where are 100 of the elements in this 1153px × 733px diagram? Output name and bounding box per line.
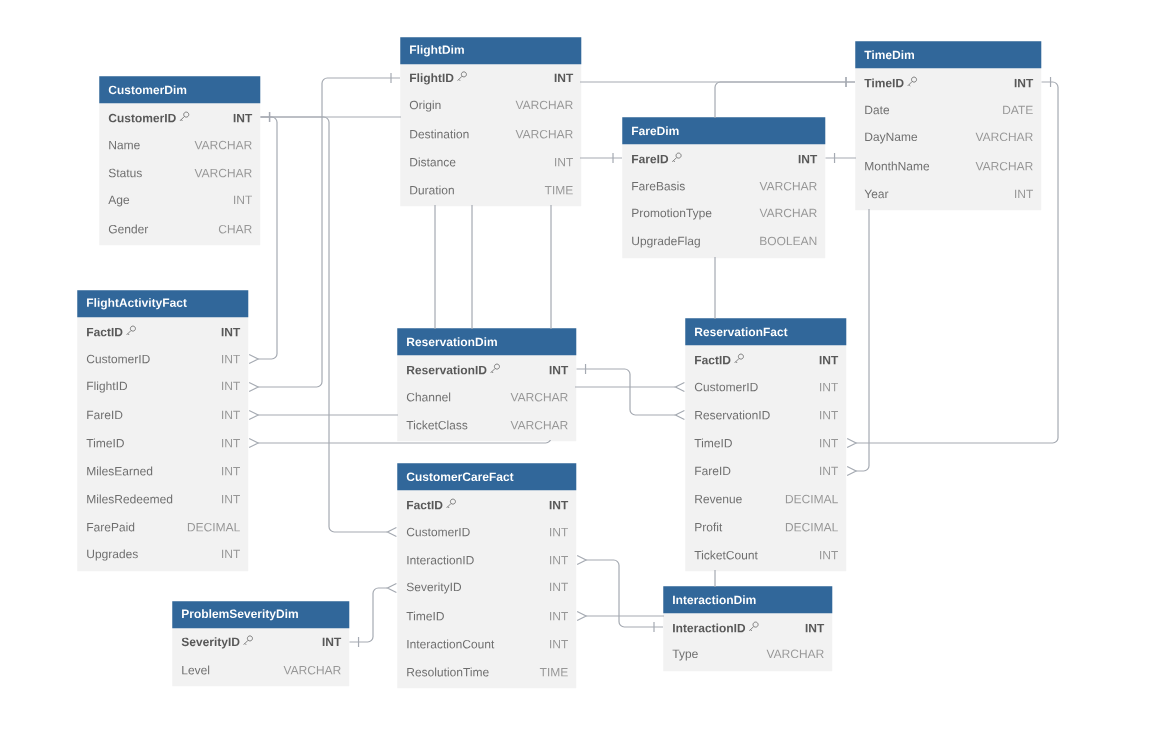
data-type: VARCHAR bbox=[975, 132, 1033, 142]
column-name: FlightID bbox=[410, 73, 454, 85]
column-name: TimeID bbox=[86, 438, 124, 448]
column-name: DayName bbox=[865, 132, 918, 144]
data-type: VARCHAR bbox=[510, 392, 568, 402]
column-name: FareBasis bbox=[632, 181, 685, 191]
column-name: TicketClass bbox=[406, 420, 468, 430]
column-name: CustomerID bbox=[406, 527, 470, 537]
data-type: VARCHAR bbox=[975, 161, 1033, 171]
data-type: INT bbox=[222, 467, 240, 476]
column-name: TimeID bbox=[406, 611, 444, 621]
data-type: INT bbox=[550, 612, 568, 621]
data-type: INT bbox=[549, 500, 569, 510]
data-type: VARCHAR bbox=[194, 140, 252, 150]
column-name: TicketCount bbox=[694, 550, 758, 560]
column-name: InteractionID bbox=[407, 555, 474, 565]
column-name: InteractionID bbox=[673, 623, 746, 633]
table-header: FlightActivityFact bbox=[77, 290, 249, 318]
data-type: INT bbox=[550, 582, 568, 592]
column-name: Level bbox=[182, 665, 210, 675]
table-header: FlightDim bbox=[400, 37, 582, 65]
relationship-line bbox=[248, 152, 623, 421]
column-name: CustomerID bbox=[108, 113, 176, 123]
data-type: VARCHAR bbox=[515, 100, 573, 110]
table-header: InteractionDim bbox=[663, 586, 833, 614]
relationship-line bbox=[575, 363, 685, 421]
relationship-line bbox=[576, 76, 856, 622]
data-type: DECIMAL bbox=[785, 494, 838, 504]
column-name: Date bbox=[865, 105, 890, 115]
data-type: VARCHAR bbox=[759, 208, 817, 218]
column-name: MilesEarned bbox=[87, 466, 153, 476]
column-name: Channel bbox=[406, 392, 451, 402]
column-name: CustomerID bbox=[694, 382, 758, 392]
column-name: UpgradeFlag bbox=[632, 236, 700, 248]
column-name: MilesRedeemed bbox=[87, 494, 173, 504]
column-name: Revenue bbox=[695, 494, 742, 504]
column-name: Origin bbox=[409, 100, 441, 112]
data-type: INT bbox=[1014, 78, 1034, 88]
column-name: SeverityID bbox=[406, 582, 462, 594]
column-name: FareID bbox=[695, 466, 731, 476]
data-type: INT bbox=[222, 495, 240, 504]
data-type: INT bbox=[550, 556, 568, 565]
column-name: Name bbox=[109, 140, 140, 150]
data-type: DATE bbox=[1003, 105, 1033, 115]
column-name: FlightID bbox=[87, 381, 128, 393]
column-name: ReservationID bbox=[407, 365, 487, 375]
table-header: ReservationDim bbox=[397, 328, 577, 356]
data-type: INT bbox=[820, 382, 838, 392]
data-type: CHAR bbox=[218, 224, 252, 234]
column-name: Duration bbox=[410, 185, 454, 195]
data-type: TIME bbox=[544, 186, 573, 195]
data-type: INT bbox=[550, 640, 568, 649]
data-type: INT bbox=[1015, 189, 1033, 199]
column-name: Year bbox=[864, 189, 889, 199]
data-type: INT bbox=[222, 439, 240, 448]
column-name: Status bbox=[108, 168, 142, 178]
data-type: TIME bbox=[539, 668, 568, 677]
data-type: VARCHAR bbox=[283, 665, 341, 675]
data-type: DECIMAL bbox=[785, 522, 838, 532]
data-type: INT bbox=[222, 410, 240, 420]
relationship-line bbox=[259, 111, 685, 393]
data-type: VARCHAR bbox=[510, 420, 568, 430]
data-type: DECIMAL bbox=[187, 522, 240, 532]
data-type: VARCHAR bbox=[759, 181, 817, 191]
table-header: FareDim bbox=[622, 117, 826, 145]
table-header: TimeDim bbox=[855, 41, 1042, 69]
column-name: FactID bbox=[87, 327, 123, 337]
column-name: FareID bbox=[87, 410, 123, 420]
data-type: INT bbox=[221, 327, 241, 337]
column-name: InteractionCount bbox=[407, 639, 495, 649]
table-header: CustomerCareFact bbox=[397, 463, 577, 491]
relationship-line bbox=[846, 76, 1059, 449]
relationship-line bbox=[824, 152, 870, 477]
column-name: Age bbox=[108, 195, 130, 207]
data-type: INT bbox=[798, 154, 818, 164]
column-name: SeverityID bbox=[181, 637, 240, 649]
data-type: INT bbox=[222, 381, 240, 391]
column-name: TimeID bbox=[864, 78, 904, 88]
column-name: ReservationID bbox=[695, 410, 770, 420]
column-name: Upgrades bbox=[87, 549, 138, 561]
column-name: Profit bbox=[695, 522, 723, 532]
column-name: FactID bbox=[407, 500, 443, 510]
data-type: VARCHAR bbox=[194, 168, 252, 178]
column-name: Type bbox=[672, 649, 698, 661]
data-type: INT bbox=[222, 354, 240, 364]
data-type: INT bbox=[233, 113, 253, 123]
data-type: INT bbox=[820, 439, 838, 448]
column-name: ResolutionTime bbox=[407, 667, 489, 677]
column-name: Distance bbox=[410, 157, 456, 167]
data-type: INT bbox=[820, 411, 838, 420]
data-type: INT bbox=[234, 195, 252, 204]
table-header: CustomerDim bbox=[99, 76, 261, 104]
column-name: CustomerID bbox=[86, 354, 150, 364]
data-type: INT bbox=[819, 355, 839, 365]
data-type: INT bbox=[554, 73, 574, 82]
data-type: BOOLEAN bbox=[760, 236, 817, 246]
column-name: Gender bbox=[108, 224, 149, 234]
relationship-line bbox=[348, 582, 397, 648]
column-name: Destination bbox=[410, 129, 469, 139]
data-type: VARCHAR bbox=[766, 649, 824, 659]
